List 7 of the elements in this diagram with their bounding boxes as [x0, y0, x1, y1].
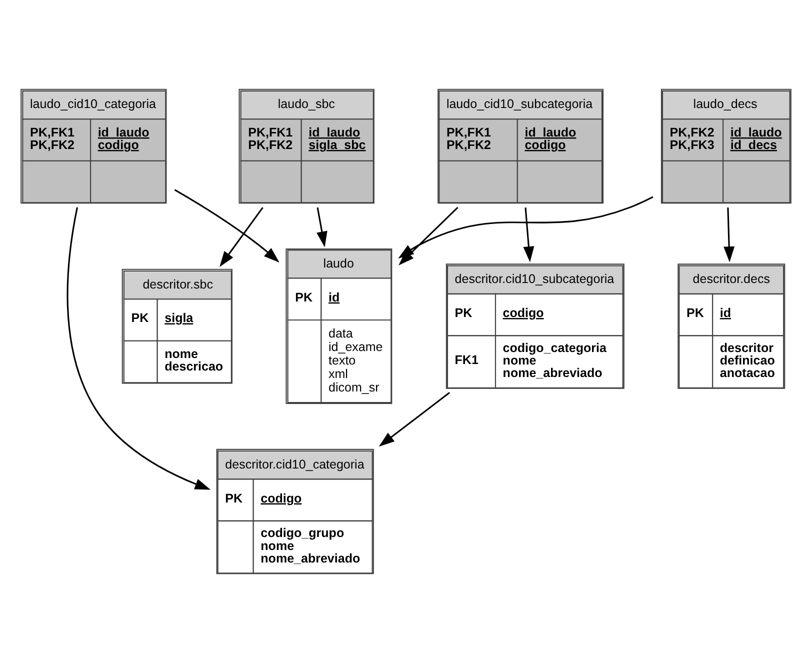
- arrow: [378, 392, 450, 447]
- arrow: [220, 207, 264, 267]
- arrow: [523, 207, 534, 262]
- arrow: [724, 208, 735, 262]
- arrow: [66, 207, 211, 490]
- arrow: [316, 207, 328, 248]
- arrow: [174, 189, 280, 262]
